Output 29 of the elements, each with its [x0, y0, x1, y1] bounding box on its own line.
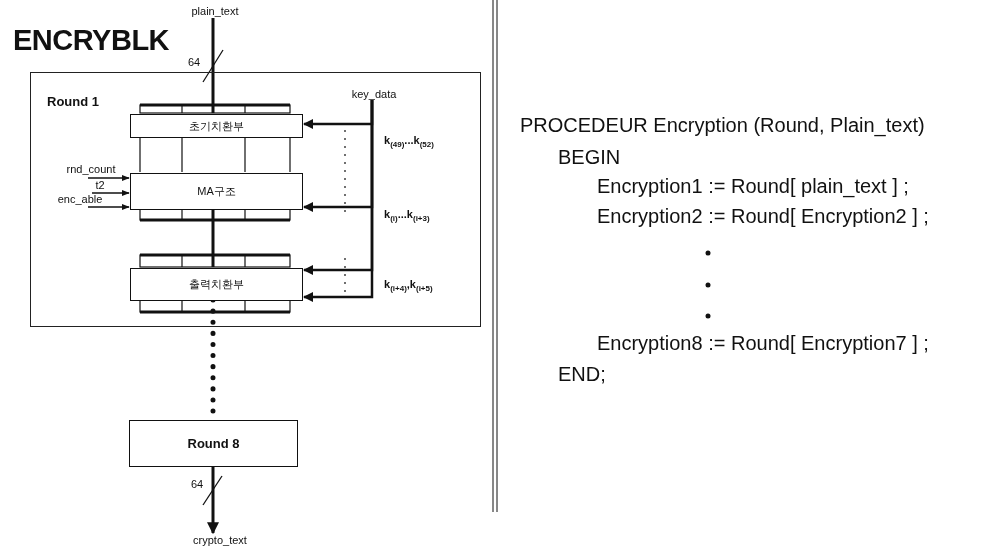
signal-label: crypto_text	[182, 533, 258, 547]
edge-label: k$_{(i)}$...k$_{(i+3)}$	[384, 208, 430, 224]
code-line: END;	[558, 363, 606, 386]
edge-label: k$_{(i+4)}$,k$_{(i+5)}$	[384, 278, 433, 294]
code-line: PROCEDEUR Encryption (Round, Plain_text)	[520, 114, 925, 137]
arrow	[207, 467, 219, 535]
bus-width-label: 64	[188, 56, 201, 68]
signal-label: t2	[93, 179, 107, 191]
process-box: MA구조	[130, 173, 303, 210]
round-title: Round 1	[47, 94, 99, 109]
process-box: Round 8	[129, 420, 298, 467]
signal-label: key_data	[351, 88, 397, 101]
bus-width-label: 64	[191, 478, 204, 490]
arrow	[139, 136, 291, 173]
edge-label: k$_{(49)}$...k$_{(52)}$	[384, 134, 434, 150]
arrow	[87, 174, 130, 182]
signal-label: plain_text	[185, 4, 245, 18]
code-line: Encryption1 := Round[ plain_text ] ;	[597, 175, 909, 198]
round-frame	[30, 72, 481, 327]
process-box: 출력치환부	[130, 268, 303, 301]
code-line: Encryption2 := Round[ Encryption2 ] ;	[597, 205, 929, 228]
process-box: 초기치환부	[130, 114, 303, 138]
code-line: BEGIN	[558, 146, 621, 169]
diagram-title: ENCRYBLK	[13, 24, 170, 57]
arrow	[87, 203, 130, 211]
signal-label: rnd_count	[55, 163, 127, 176]
code-line: Encryption8 := Round[ Encryption7 ] ;	[597, 332, 929, 355]
signal-label: enc_able	[49, 193, 111, 205]
arrow	[91, 189, 130, 197]
